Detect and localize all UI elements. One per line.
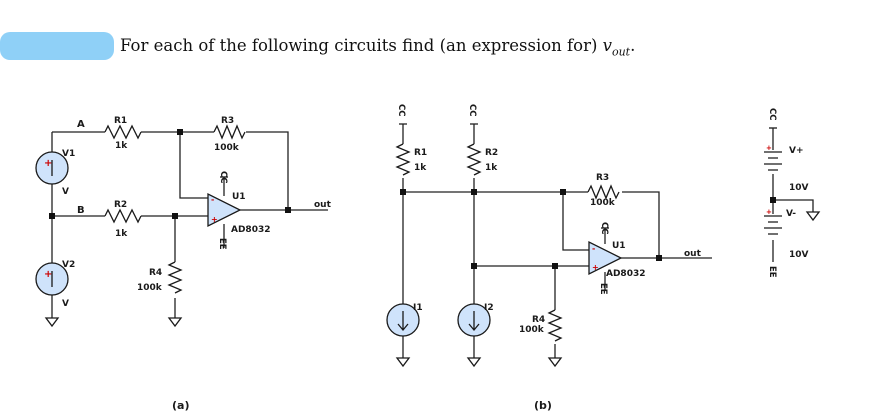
heading-text: For each of the following circuits find … xyxy=(120,36,598,55)
heading-suffix: . xyxy=(630,36,636,55)
out-b-label: out xyxy=(684,249,702,259)
r2-b-resistor xyxy=(466,143,482,176)
r3-a-resistor xyxy=(213,124,246,140)
out-a-label: out xyxy=(314,200,332,210)
supply-vee-label: EE xyxy=(767,266,777,278)
r2-a-value: 1k xyxy=(115,229,128,239)
caption-a: (a) xyxy=(172,399,189,412)
ground-icon xyxy=(547,357,563,368)
r1-a-resistor xyxy=(104,124,142,140)
vcc-b1-label: CC xyxy=(396,104,406,116)
opamp-a xyxy=(207,192,242,228)
r4-a-value: 100k xyxy=(137,283,163,293)
r1-a-name: R1 xyxy=(114,116,127,126)
r2-a-resistor xyxy=(104,208,142,224)
problem-heading: For each of the following circuits find … xyxy=(120,36,635,58)
power-supply: CC + + EE V+ 10V V- 10V xyxy=(764,108,821,278)
svg-text:+: + xyxy=(766,144,772,152)
opamp-a-minus: - xyxy=(211,195,214,204)
v2-a-value: V xyxy=(62,299,69,309)
r4-b-value: 100k xyxy=(519,325,545,335)
r1-b-resistor xyxy=(395,143,411,176)
bottom-battery-value: 10V xyxy=(789,250,809,260)
r4-a-name: R4 xyxy=(149,268,162,278)
r2-b-value: 1k xyxy=(485,163,498,173)
vcc-a-label: CC xyxy=(218,171,228,183)
r3-b-resistor xyxy=(587,184,620,200)
heading-var: v xyxy=(602,36,612,55)
r3-b-name: R3 xyxy=(596,173,609,183)
vee-b-label: EE xyxy=(598,283,608,295)
node-b-label: B xyxy=(77,205,85,216)
top-battery-value: 10V xyxy=(789,183,809,193)
node-a-label: A xyxy=(77,119,85,130)
ground-icon xyxy=(395,357,411,368)
v1-a-name: V1 xyxy=(62,149,75,159)
opamp-b xyxy=(588,240,623,276)
ground-icon xyxy=(44,317,60,328)
vplus-label: V+ xyxy=(789,146,804,156)
opamp-b-part: AD8032 xyxy=(606,269,646,279)
vcc-b-label: CC xyxy=(599,222,609,234)
opamp-a-part: AD8032 xyxy=(231,225,271,235)
r4-b-name: R4 xyxy=(532,315,545,325)
vminus-label: V- xyxy=(786,209,796,219)
svg-text:-: - xyxy=(592,244,595,253)
vee-a-label: EE xyxy=(217,238,227,250)
r1-b-name: R1 xyxy=(414,148,427,158)
r2-b-name: R2 xyxy=(485,148,498,158)
i2-name: I2 xyxy=(484,303,494,313)
svg-text:+: + xyxy=(44,158,52,169)
ground-icon xyxy=(805,211,821,222)
opamp-b-name: U1 xyxy=(612,241,626,251)
heading-sub: out xyxy=(611,45,631,59)
r4-b-resistor xyxy=(547,309,563,342)
caption-b: (b) xyxy=(534,399,552,412)
opamp-a-name: U1 xyxy=(232,192,246,202)
circuit-b: CC CC - + CC EE xyxy=(386,104,712,412)
r2-a-name: R2 xyxy=(114,200,127,210)
r3-b-value: 100k xyxy=(590,198,616,208)
svg-text:+: + xyxy=(44,269,52,280)
ground-icon xyxy=(167,317,183,328)
v1-a-value: V xyxy=(62,187,69,197)
r3-a-value: 100k xyxy=(214,143,240,153)
r3-a-name: R3 xyxy=(221,116,234,126)
r1-b-value: 1k xyxy=(414,163,427,173)
svg-text:+: + xyxy=(766,208,772,216)
r4-a-resistor xyxy=(167,261,183,294)
opamp-a-plus: + xyxy=(211,215,218,224)
redacted-label xyxy=(0,32,114,60)
supply-vcc-label: CC xyxy=(767,108,777,120)
v2-a-name: V2 xyxy=(62,260,75,270)
vcc-b2-label: CC xyxy=(467,104,477,116)
ground-icon xyxy=(466,357,482,368)
circuit-a: - + CC EE + + A B R1 1k xyxy=(35,116,332,412)
r1-a-value: 1k xyxy=(115,141,128,151)
svg-text:+: + xyxy=(592,263,599,272)
i1-name: I1 xyxy=(413,303,423,313)
